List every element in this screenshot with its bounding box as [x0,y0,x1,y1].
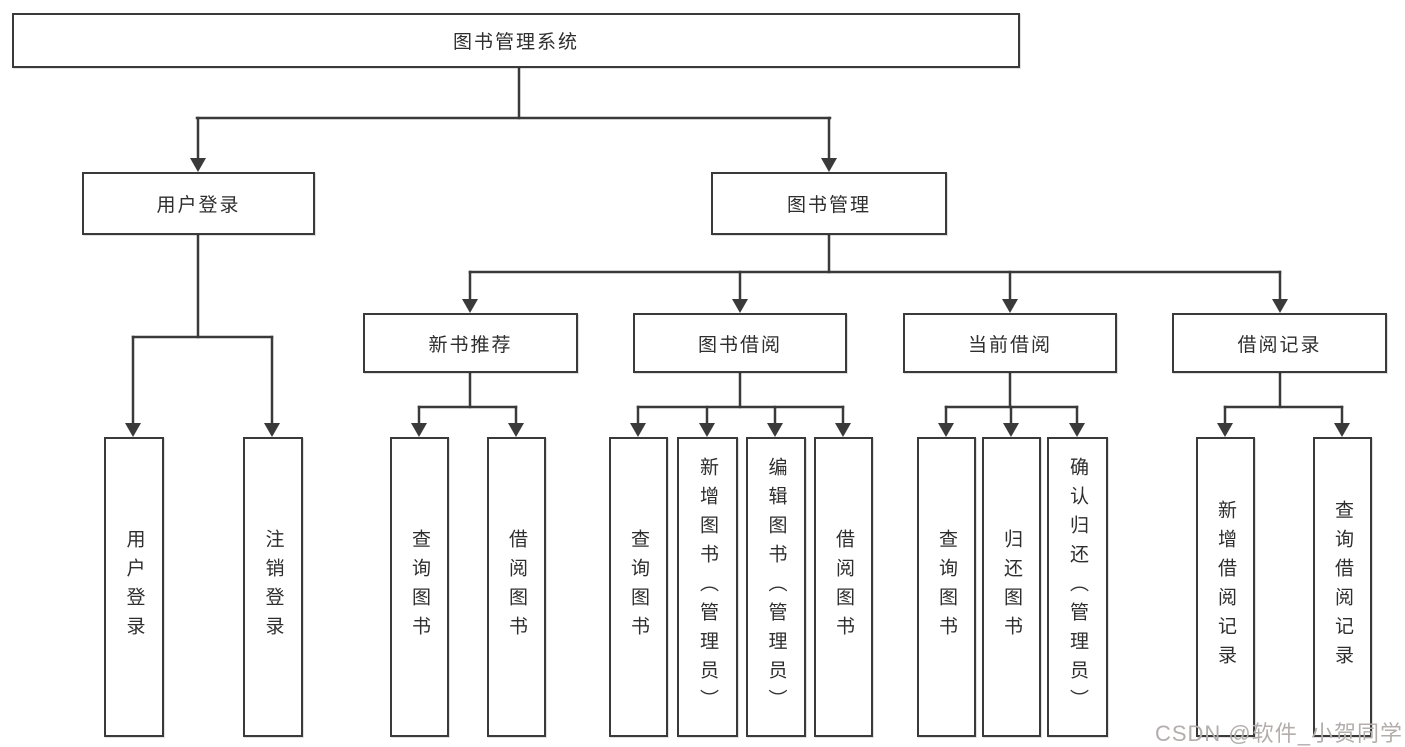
leaf-label: 借阅图书 [833,529,854,645]
leaf-bb-add-book-admin: 新增图书（管理员） [677,437,738,737]
leaf-nb-borrow-book: 借阅图书 [487,437,546,737]
leaf-bb-borrow-book: 借阅图书 [814,437,873,737]
node-book-borrow: 图书借阅 [633,313,847,373]
node-root: 图书管理系统 [12,13,1020,68]
leaf-label: 新增图书（管理员） [697,456,718,718]
leaf-label: 编辑图书（管理员） [765,456,787,718]
leaf-logout: 注销登录 [243,437,303,737]
leaf-label: 确认归还（管理员） [1067,456,1088,718]
node-book-mgmt: 图书管理 [711,172,947,235]
node-user-login: 用户登录 [82,172,315,235]
leaf-cb-return-book: 归还图书 [982,437,1041,737]
leaf-label: 查询图书 [409,529,430,645]
leaf-cb-query-book: 查询图书 [917,437,976,737]
leaf-cb-confirm-return-admin: 确认归还（管理员） [1047,437,1108,737]
leaf-label: 查询图书 [628,529,649,645]
leaf-label: 用户登录 [123,529,145,645]
leaf-label: 查询图书 [936,529,957,645]
leaf-br-query-record: 查询借阅记录 [1313,437,1372,737]
node-new-book-recommend: 新书推荐 [363,313,578,373]
leaf-label: 查询借阅记录 [1332,500,1353,674]
leaf-br-add-record: 新增借阅记录 [1196,437,1255,737]
leaf-label: 注销登录 [262,529,284,645]
leaf-bb-query-book: 查询图书 [609,437,668,737]
leaf-bb-edit-book-admin: 编辑图书（管理员） [746,437,806,737]
leaf-label: 借阅图书 [506,529,527,645]
leaf-label: 归还图书 [1001,529,1022,645]
csdn-watermark: CSDN @软件_小贺同学 [1154,721,1403,746]
leaf-nb-query-book: 查询图书 [390,437,449,737]
node-borrow-records: 借阅记录 [1172,313,1387,373]
leaf-label: 新增借阅记录 [1215,500,1236,674]
leaf-user-login: 用户登录 [104,437,164,737]
node-current-borrow: 当前借阅 [903,313,1117,373]
